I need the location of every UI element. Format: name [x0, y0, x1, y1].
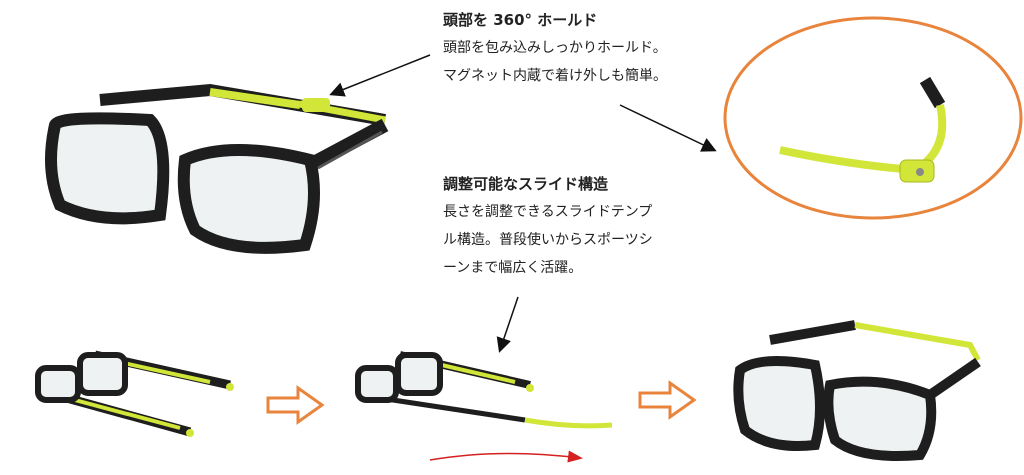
pointer-arrow-hold — [329, 54, 431, 97]
pointer-arrow-closeup — [619, 104, 717, 152]
feature-slide-line: ーンまで幅広く活躍。 — [443, 260, 583, 276]
step-arrow-1 — [266, 385, 325, 425]
step1-glasses-image — [35, 350, 234, 437]
pointer-arrow-slide — [496, 296, 519, 353]
feature-hold-line: 頭部を包み込みしっかりホールド。 — [443, 40, 667, 56]
magnet-closeup — [723, 16, 1023, 220]
step-arrow-2 — [638, 380, 697, 420]
feature-hold-title: 頭部を 360° ホールド — [443, 11, 598, 29]
feature-slide-line: ル構造。普段使いからスポーツシ — [443, 232, 653, 248]
feature-slide-title: 調整可能なスライド構造 — [443, 175, 609, 193]
slide-direction-arrow — [429, 450, 583, 463]
feature-hold-line: マグネット内蔵で着け外しも簡単。 — [443, 68, 667, 84]
step3-glasses-image — [733, 320, 981, 461]
feature-slide-line: 長さを調整できるスライドテンプ — [443, 204, 653, 220]
main-glasses-image — [45, 83, 389, 254]
step2-glasses-image — [355, 351, 613, 429]
